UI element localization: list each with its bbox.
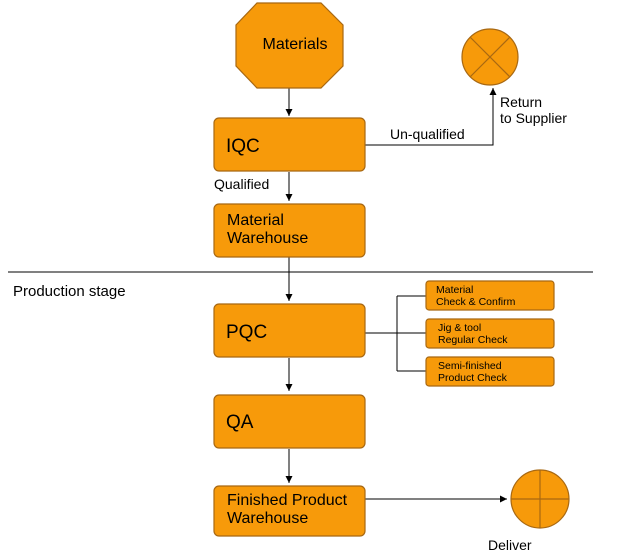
node-finished-line1: Finished Product (227, 492, 348, 509)
check-jig-tool: Jig & tool Regular Check (425, 318, 555, 349)
node-finished-line2: Warehouse (227, 510, 308, 527)
check-semi-finished-line1: Semi-finished (438, 360, 502, 372)
deliver-label: Deliver (488, 537, 532, 553)
node-material-warehouse: Material Warehouse (213, 203, 366, 258)
production-stage-label: Production stage (13, 283, 126, 300)
node-material-warehouse-line2: Warehouse (227, 230, 308, 247)
deliver-node (510, 469, 570, 529)
node-materials-label: Materials (263, 36, 328, 53)
node-qa-label: QA (226, 412, 254, 433)
node-pqc-label: PQC (226, 322, 267, 343)
node-materials: Materials (235, 2, 344, 89)
check-semi-finished-line2: Product Check (438, 372, 508, 384)
node-pqc: PQC (213, 303, 366, 358)
check-material-confirm-line1: Material (436, 284, 473, 296)
check-material-confirm: Material Check & Confirm (425, 280, 555, 311)
node-finished-product-warehouse: Finished Product Warehouse (213, 485, 366, 537)
return-to-supplier-node (461, 28, 519, 86)
unqualified-label: Un-qualified (390, 126, 465, 142)
check-jig-tool-line2: Regular Check (438, 334, 508, 346)
node-iqc: IQC (213, 117, 366, 172)
return-label-line1: Return (500, 94, 542, 110)
return-label-line2: to Supplier (500, 110, 567, 126)
node-qa: QA (213, 394, 366, 449)
check-material-confirm-line2: Check & Confirm (436, 296, 516, 308)
check-semi-finished: Semi-finished Product Check (425, 356, 555, 387)
node-iqc-label: IQC (226, 136, 260, 157)
arrow-iqc-to-return (365, 88, 497, 146)
check-jig-tool-line1: Jig & tool (438, 322, 481, 334)
qualified-label: Qualified (214, 176, 269, 192)
node-material-warehouse-line1: Material (227, 212, 284, 229)
